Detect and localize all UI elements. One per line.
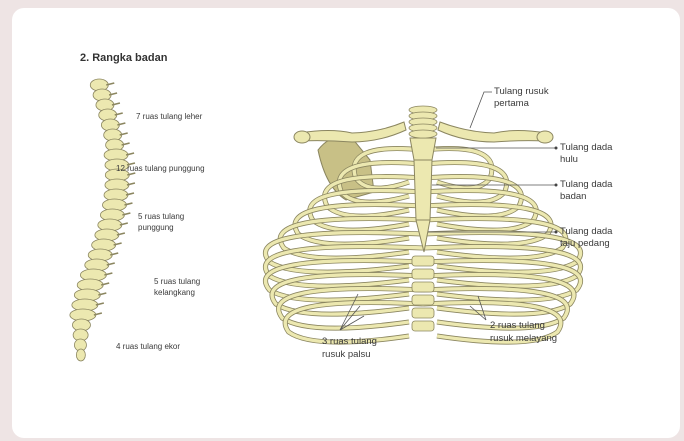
cervical-vertebra bbox=[409, 130, 437, 138]
vertebra bbox=[76, 349, 85, 361]
label-floating-ribs-1: 2 ruas tulang bbox=[490, 320, 545, 332]
spine-illustration bbox=[70, 79, 135, 361]
lumbar-vertebra bbox=[412, 256, 434, 266]
label-floating-ribs-2: rusuk melayang bbox=[490, 333, 557, 345]
label-thoracic: 12 ruas tulang punggung bbox=[116, 164, 205, 174]
clavicle-left bbox=[300, 122, 406, 142]
label-lumbar-2: punggung bbox=[138, 223, 174, 233]
label-false-ribs-1: 3 ruas tulang bbox=[322, 336, 377, 348]
lumbar-vertebra bbox=[412, 295, 434, 305]
rib-pair bbox=[265, 261, 580, 301]
lumbar-vertebra bbox=[412, 282, 434, 292]
shoulder-right bbox=[537, 131, 553, 143]
leader-first-rib bbox=[470, 92, 492, 128]
label-first-rib-1: Tulang rusuk bbox=[494, 86, 549, 98]
label-first-rib-2: pertama bbox=[494, 98, 529, 110]
label-xiphoid-2: taju pedang bbox=[560, 238, 610, 250]
label-lumbar-1: 5 ruas tulang bbox=[138, 212, 184, 222]
label-sternum-body-2: badan bbox=[560, 191, 586, 203]
sternum-body bbox=[414, 160, 432, 220]
lumbar-vertebra bbox=[412, 308, 434, 318]
shoulder-left bbox=[294, 131, 310, 143]
label-coccyx: 4 ruas tulang ekor bbox=[116, 342, 180, 352]
label-false-ribs-2: rusuk palsu bbox=[322, 349, 371, 361]
label-xiphoid-1: Tulang dada bbox=[560, 226, 612, 238]
sternum-manubrium bbox=[410, 138, 436, 160]
ribcage-illustration bbox=[265, 106, 580, 342]
label-sacral-2: kelangkang bbox=[154, 288, 195, 298]
clavicle-right bbox=[438, 122, 546, 142]
label-cervical: 7 ruas tulang leher bbox=[136, 112, 202, 122]
label-manubrium-2: hulu bbox=[560, 154, 578, 166]
lumbar-vertebra bbox=[412, 321, 434, 331]
label-sacral-1: 5 ruas tulang bbox=[154, 277, 200, 287]
vertebra bbox=[70, 309, 102, 321]
lumbar-vertebra bbox=[412, 269, 434, 279]
label-sternum-body-1: Tulang dada bbox=[560, 179, 612, 191]
label-manubrium-1: Tulang dada bbox=[560, 142, 612, 154]
